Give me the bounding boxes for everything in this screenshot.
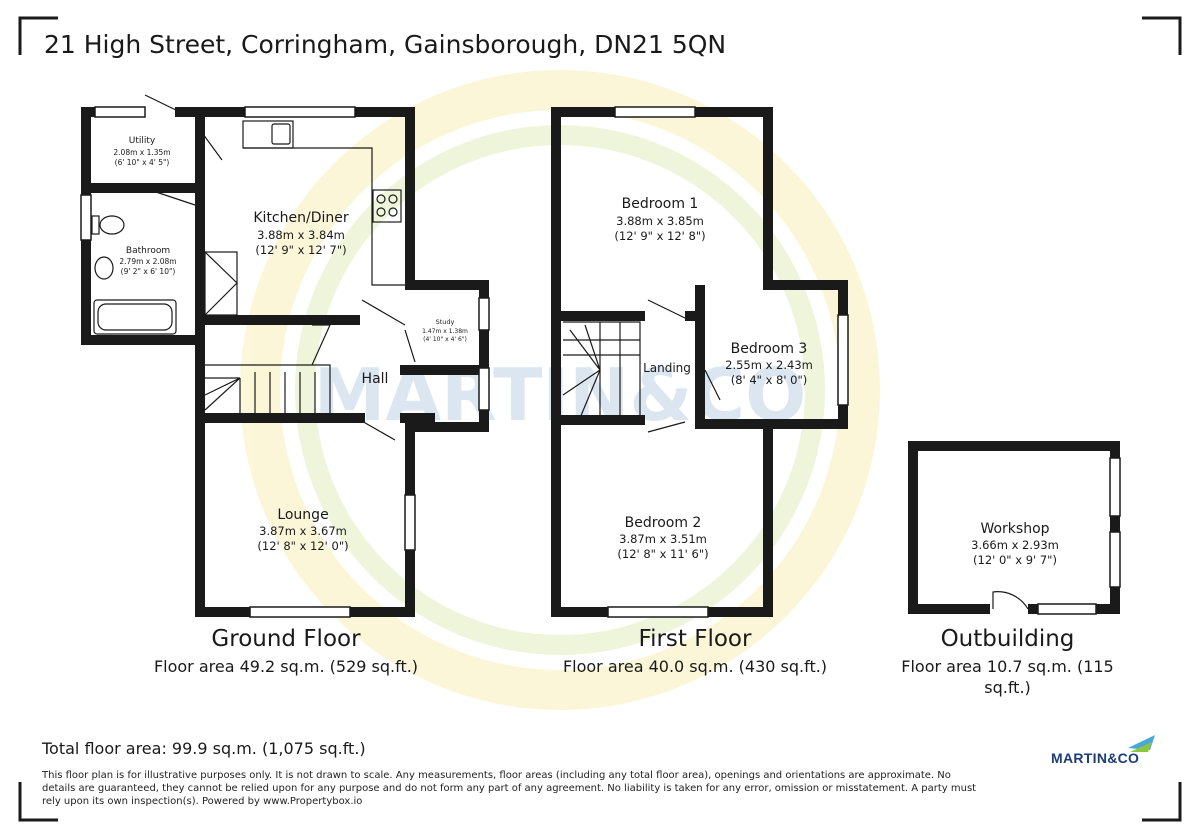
room-labels: Utility 2.08m x 1.35m (6' 10" x 4' 5") K…: [113, 136, 1058, 567]
first-floor-plan: [551, 106, 849, 618]
outbuilding-area: Floor area 10.7 sq.m. (115 sq.ft.): [901, 657, 1114, 697]
outbuilding-title: Outbuilding: [940, 626, 1075, 652]
room-utility-metric: 2.08m x 1.35m: [113, 148, 170, 157]
room-bathroom-imperial: (9' 2" x 6' 10"): [121, 267, 176, 276]
ground-floor-plan: [80, 94, 490, 618]
room-bathroom-name: Bathroom: [126, 246, 170, 256]
room-bedroom1-name: Bedroom 1: [622, 196, 699, 212]
room-kitchen-name: Kitchen/Diner: [253, 210, 348, 226]
outbuilding-plan: [908, 441, 1121, 615]
total-floor-area: Total floor area: 99.9 sq.m. (1,075 sq.f…: [42, 739, 366, 758]
room-kitchen-metric: 3.88m x 3.84m: [257, 228, 345, 242]
room-workshop-name: Workshop: [980, 521, 1049, 537]
room-lounge-imperial: (12' 8" x 12' 0"): [257, 539, 348, 553]
property-address: 21 High Street, Corringham, Gainsborough…: [44, 30, 727, 59]
room-bedroom2-imperial: (12' 8" x 11' 6"): [617, 547, 708, 561]
room-lounge-metric: 3.87m x 3.67m: [259, 524, 347, 538]
first-floor-area: Floor area 40.0 sq.m. (430 sq.ft.): [562, 657, 828, 676]
ground-floor-area: Floor area 49.2 sq.m. (529 sq.ft.): [153, 657, 419, 676]
room-bedroom3-name: Bedroom 3: [731, 341, 808, 357]
room-utility-name: Utility: [129, 136, 156, 146]
frame-corners: [18, 16, 1182, 822]
room-bedroom1-imperial: (12' 9" x 12' 8"): [614, 229, 705, 243]
room-bedroom2-metric: 3.87m x 3.51m: [619, 532, 707, 546]
room-study-metric: 1.47m x 1.38m: [422, 328, 468, 335]
room-bathroom-metric: 2.79m x 2.08m: [119, 257, 176, 266]
room-utility-imperial: (6' 10" x 4' 5"): [115, 158, 170, 167]
room-lounge-name: Lounge: [277, 507, 328, 523]
room-study-name: Study: [436, 318, 455, 326]
room-bedroom3-imperial: (8' 4" x 8' 0"): [731, 373, 808, 387]
room-bedroom2-name: Bedroom 2: [625, 515, 702, 531]
room-study-imperial: (4' 10" x 4' 6"): [423, 336, 467, 343]
room-hall-name: Hall: [362, 371, 389, 387]
room-bedroom3-metric: 2.55m x 2.43m: [725, 358, 813, 372]
room-kitchen-imperial: (12' 9" x 12' 7"): [255, 243, 346, 257]
brand-logo-text: MARTIN&CO: [1051, 750, 1140, 766]
first-floor-title: First Floor: [638, 626, 752, 652]
room-bedroom1-metric: 3.88m x 3.85m: [616, 214, 704, 228]
disclaimer-text: This floor plan is for illustrative purp…: [42, 770, 977, 807]
brand-logo-icon: [1128, 735, 1155, 752]
room-workshop-metric: 3.66m x 2.93m: [971, 538, 1059, 552]
room-workshop-imperial: (12' 0" x 9' 7"): [973, 553, 1057, 567]
room-landing-name: Landing: [643, 361, 691, 375]
ground-floor-title: Ground Floor: [211, 626, 361, 652]
